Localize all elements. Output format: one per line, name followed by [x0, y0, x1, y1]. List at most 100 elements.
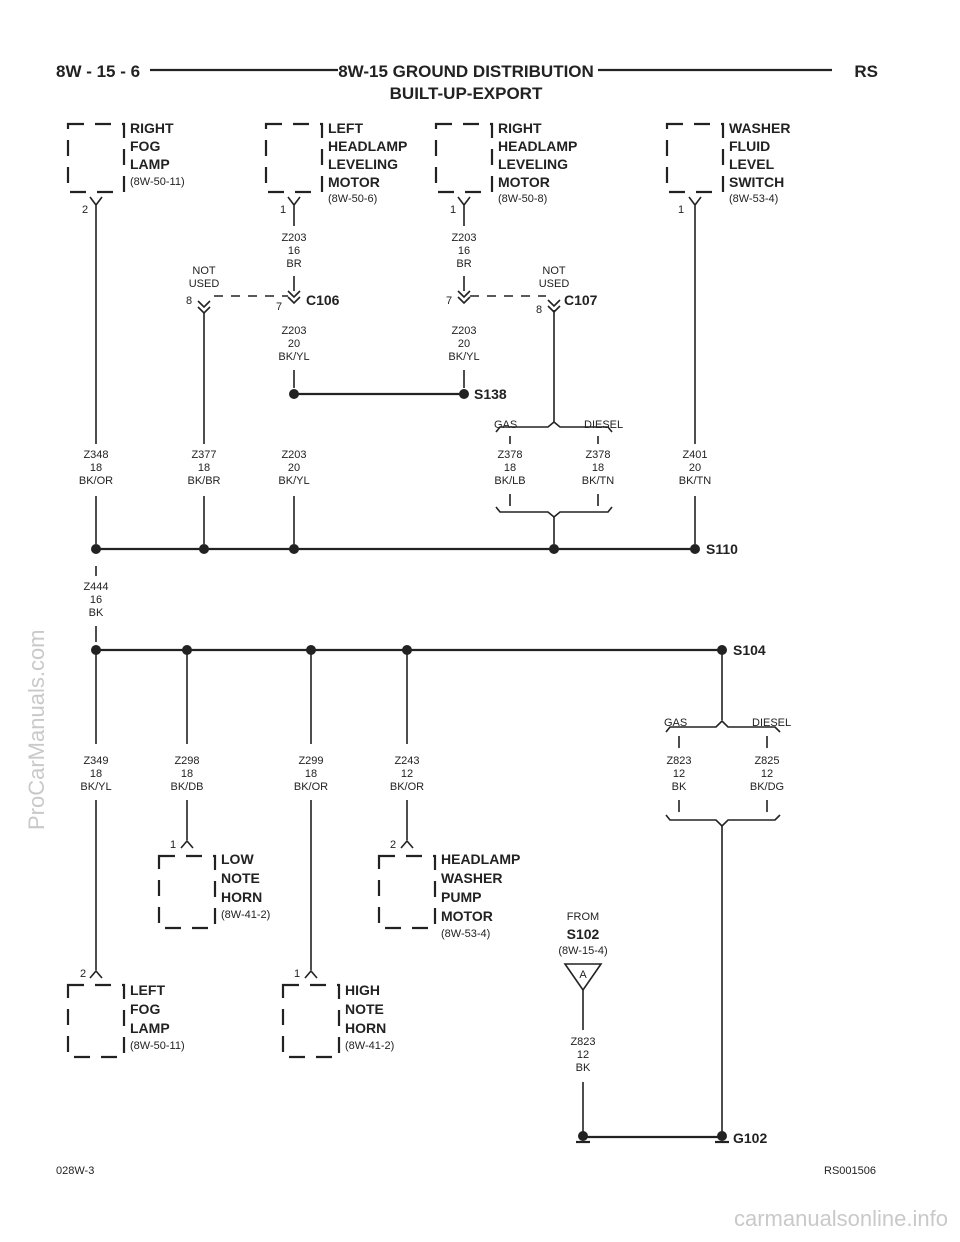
low-note-horn-name-3: HORN: [221, 889, 262, 905]
splice-dot: [578, 1131, 588, 1141]
high-note-horn-outline: [281, 983, 341, 1059]
c106-not-used-1: NOT: [192, 265, 216, 277]
right-hl-motor-ref: (8W-50-8): [498, 193, 547, 205]
wire-z203-20-right-gauge: 20: [458, 338, 470, 350]
wire-z378-lb-id: Z378: [497, 449, 522, 461]
wire-z203-16-left-id: Z203: [281, 232, 306, 244]
page-number: 8W - 15 - 6: [56, 62, 140, 81]
connector-c106-terminal-icon: [287, 290, 301, 305]
wire-z203-16-right-id: Z203: [451, 232, 476, 244]
low-note-horn-name-2: NOTE: [221, 870, 260, 886]
hl-washer-pump-name-4: MOTOR: [441, 908, 493, 924]
wire-z378-tn-gauge: 18: [592, 462, 604, 474]
high-note-horn-ref: (8W-41-2): [345, 1040, 394, 1052]
left-hl-motor-outline: [264, 122, 324, 194]
wire-z401-id: Z401: [682, 449, 707, 461]
left-fog-lamp-ref: (8W-50-11): [130, 1040, 185, 1052]
wire-z377-color: BK/BR: [187, 475, 220, 487]
splice-dot: [91, 544, 101, 554]
from-s102-reference: FROM S102 (8W-15-4) A: [558, 911, 608, 992]
wire-z299-id: Z299: [298, 755, 323, 767]
wire-z377-gauge: 18: [198, 462, 210, 474]
hl-washer-pump-pin: 2: [390, 839, 396, 851]
low-note-horn-ref: (8W-41-2): [221, 909, 270, 921]
left-fog-lamp-outline: [66, 983, 126, 1059]
wire-z825-id: Z825: [754, 755, 779, 767]
wire-z203-20-right-id: Z203: [451, 325, 476, 337]
right-fog-lamp-pin: 2: [82, 204, 88, 216]
left-headlamp-leveling-motor: LEFT HEADLAMP LEVELING MOTOR (8W-50-6) 1: [264, 120, 407, 216]
wire-z299-color: BK/OR: [294, 781, 328, 793]
wire-z203-lower-color: BK/YL: [278, 475, 309, 487]
wire-z203-20-left-color: BK/YL: [278, 351, 309, 363]
ground-g102-label: G102: [733, 1130, 767, 1146]
wire-z444-id: Z444: [83, 581, 108, 593]
pin-terminal-icon: [89, 969, 103, 979]
from-label: FROM: [567, 911, 599, 923]
right-fog-lamp-ref: (8W-50-11): [130, 176, 185, 188]
washer-switch-name-2: FLUID: [729, 138, 770, 154]
high-note-horn: 1 HIGH NOTE HORN (8W-41-2): [281, 968, 394, 1059]
from-pin: A: [579, 969, 587, 981]
wire-z243-id: Z243: [394, 755, 419, 767]
option-diesel-label-2: DIESEL: [752, 717, 791, 729]
c107-not-used-1: NOT: [542, 265, 566, 277]
c106-not-used-2: USED: [189, 278, 220, 290]
wire-z825-gauge: 12: [761, 768, 773, 780]
pin-terminal-icon: [400, 839, 414, 849]
wire-z203-20-left-id: Z203: [281, 325, 306, 337]
hl-washer-pump-outline: [377, 854, 437, 930]
splice-dot: [459, 389, 469, 399]
wire-z203-16-left-gauge: 16: [288, 245, 300, 257]
connector-c107-terminal-icon: [457, 290, 471, 305]
wire-z348-color: BK/OR: [79, 475, 113, 487]
high-note-horn-name-3: HORN: [345, 1020, 386, 1036]
high-note-horn-pin: 1: [294, 968, 300, 980]
side-watermark: ProCarManuals.com: [24, 629, 49, 830]
right-hl-motor-name-3: LEVELING: [498, 156, 568, 172]
right-hl-motor-pin: 1: [450, 204, 456, 216]
right-hl-motor-name-2: HEADLAMP: [498, 138, 577, 154]
option-diesel-label: DIESEL: [584, 419, 623, 431]
wire-z823-gas-gauge: 12: [673, 768, 685, 780]
footer-left-code: 028W-3: [56, 1165, 94, 1177]
pin-terminal-icon: [287, 196, 301, 210]
wire-z377-id: Z377: [191, 449, 216, 461]
c107-pin-a: 7: [446, 295, 452, 307]
connector-c106-terminal-icon: [197, 300, 211, 315]
wire-z349-gauge: 18: [90, 768, 102, 780]
c106-pin-b: 8: [186, 295, 192, 307]
pin-terminal-icon: [180, 839, 194, 849]
option-bracket-upper-2: [665, 719, 781, 733]
wire-z298-id: Z298: [174, 755, 199, 767]
wire-z825-color: BK/DG: [750, 781, 784, 793]
splice-s104-label: S104: [733, 642, 766, 658]
wire-z378-lb-color: BK/LB: [494, 475, 525, 487]
left-hl-motor-name-2: HEADLAMP: [328, 138, 407, 154]
washer-switch-pin: 1: [678, 204, 684, 216]
left-hl-motor-pin: 1: [280, 204, 286, 216]
left-fog-lamp-name-3: LAMP: [130, 1020, 170, 1036]
from-splice-name: S102: [567, 926, 600, 942]
splice-dot: [549, 544, 559, 554]
option-bracket-lower-2: [665, 814, 781, 828]
wire-z401-gauge: 20: [689, 462, 701, 474]
splice-dot: [690, 544, 700, 554]
low-note-horn-pin: 1: [170, 839, 176, 851]
pin-terminal-icon: [688, 196, 702, 208]
washer-switch-name-1: WASHER: [729, 120, 790, 136]
option-gas-label-2: GAS: [664, 717, 687, 729]
wire-z299-gauge: 18: [305, 768, 317, 780]
washer-switch-name-3: LEVEL: [729, 156, 775, 172]
wire-z378-lb-gauge: 18: [504, 462, 516, 474]
hl-washer-pump-name-1: HEADLAMP: [441, 851, 520, 867]
wire-z444-color: BK: [89, 607, 104, 619]
right-fog-lamp-name-1: RIGHT: [130, 120, 174, 136]
bottom-watermark: carmanualsonline.info: [734, 1206, 948, 1231]
wire-z203-lower-gauge: 20: [288, 462, 300, 474]
pin-terminal-icon: [457, 196, 471, 210]
low-note-horn-outline: [157, 854, 217, 930]
from-splice-ref: (8W-15-4): [558, 945, 607, 957]
left-hl-motor-name-3: LEVELING: [328, 156, 398, 172]
